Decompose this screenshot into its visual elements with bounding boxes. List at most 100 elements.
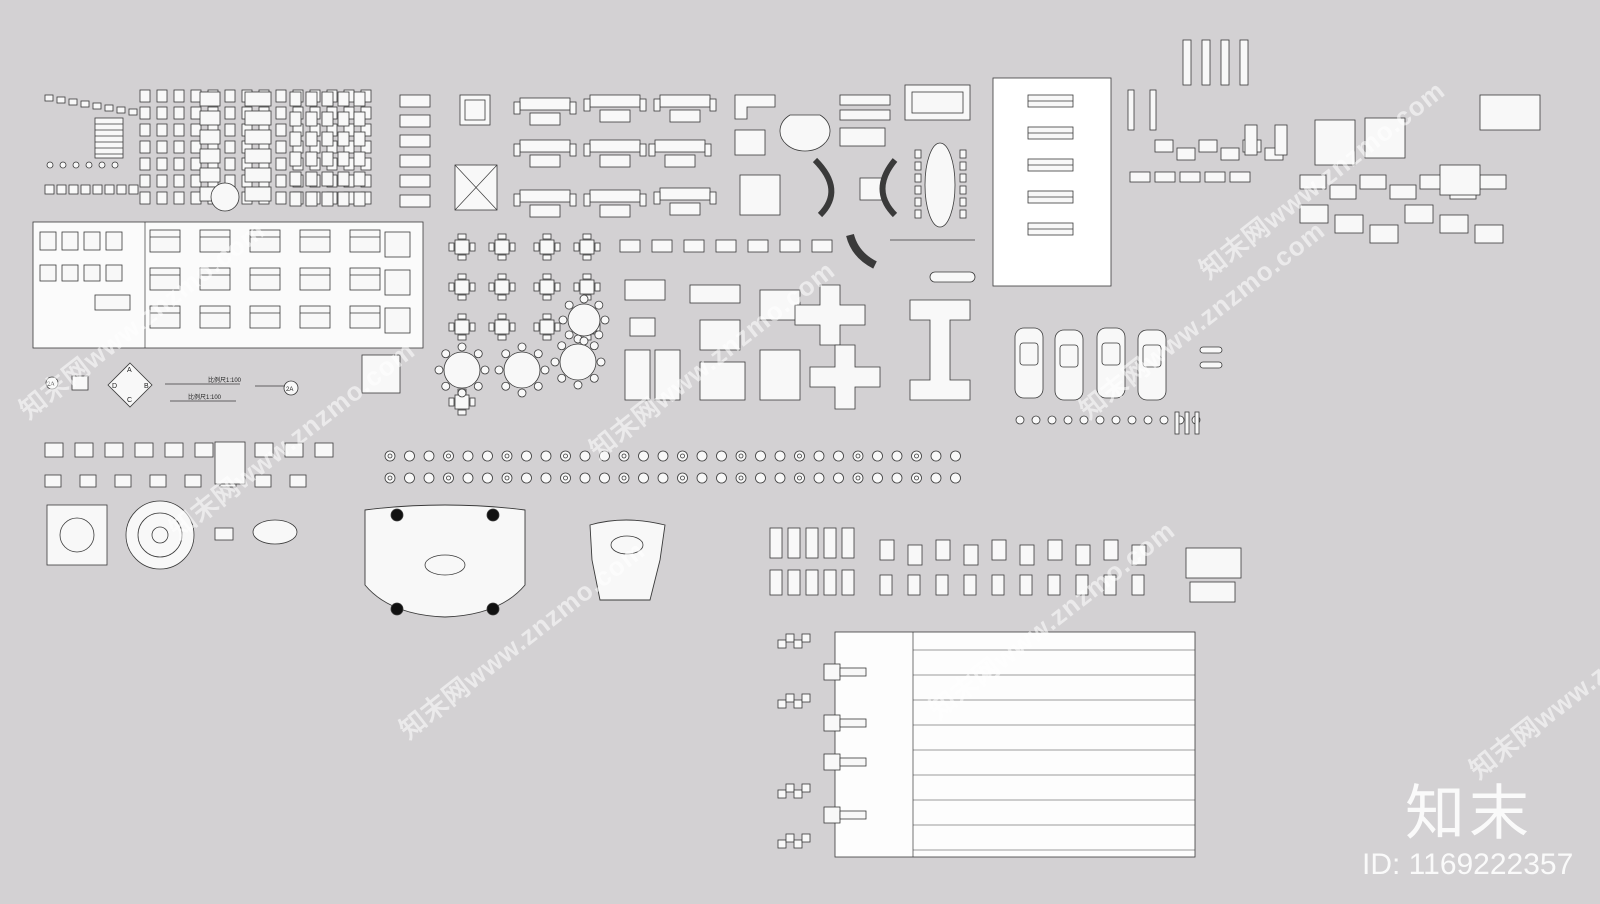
plant-center bbox=[387, 453, 393, 459]
small-car-block bbox=[1199, 346, 1223, 354]
fixture-circle bbox=[72, 161, 80, 169]
sofa-set-sofa bbox=[589, 139, 641, 153]
bathroom-fixture-block bbox=[224, 123, 236, 137]
bathroom-fixture bbox=[289, 474, 307, 488]
dining-chair bbox=[457, 409, 467, 416]
dining-table bbox=[579, 279, 595, 295]
bathroom-fixture-block bbox=[173, 174, 185, 188]
furniture-elevation bbox=[1479, 174, 1507, 190]
plant-symbol bbox=[482, 472, 493, 484]
dining-chair bbox=[488, 322, 495, 332]
person-symbol bbox=[1031, 415, 1041, 425]
round-chair bbox=[501, 381, 511, 391]
appliance-block bbox=[935, 539, 951, 561]
fixture-circle bbox=[111, 161, 119, 169]
sofa-block bbox=[399, 94, 431, 108]
sofa-set-table bbox=[669, 202, 701, 216]
bathroom-fixture-block bbox=[139, 157, 151, 171]
plant-center bbox=[446, 453, 451, 459]
appliance-block bbox=[769, 527, 783, 559]
car-windshield bbox=[1059, 344, 1079, 368]
bathroom-fixture bbox=[164, 442, 184, 458]
furniture-elevation bbox=[1154, 171, 1176, 183]
plant-symbol bbox=[716, 472, 727, 484]
dining-chair bbox=[594, 242, 601, 252]
dining-chair bbox=[573, 242, 580, 252]
bathroom-fixture-block bbox=[156, 89, 168, 103]
furniture-elevation bbox=[1198, 139, 1218, 153]
bathroom-fixture bbox=[194, 442, 214, 458]
bathroom-fixture-block bbox=[173, 191, 185, 205]
dining-chair bbox=[448, 397, 455, 407]
column-elevation bbox=[1220, 39, 1230, 86]
armchair-block bbox=[305, 131, 318, 147]
i-shaped-workstation bbox=[909, 299, 971, 401]
compass-label-d: D bbox=[112, 383, 117, 390]
dining-chair bbox=[469, 397, 476, 407]
sofa-set-sofa bbox=[659, 94, 711, 108]
sofa-set-chair bbox=[639, 193, 647, 207]
conference-chair bbox=[914, 149, 922, 159]
bathroom-fixture bbox=[254, 442, 274, 458]
plant-symbol bbox=[423, 450, 435, 462]
curved-sofa bbox=[846, 233, 877, 269]
bathroom-fixture bbox=[74, 442, 94, 458]
plant-symbol bbox=[482, 450, 493, 462]
round-chair bbox=[517, 342, 527, 352]
bathroom-fixture-block bbox=[173, 106, 185, 120]
bathroom-fixture-block bbox=[275, 89, 287, 103]
round-chair bbox=[457, 342, 467, 352]
bed-block bbox=[199, 267, 231, 291]
bathroom-fixture-block bbox=[224, 157, 236, 171]
appliance-block bbox=[1047, 539, 1063, 561]
conference-chair bbox=[959, 161, 967, 171]
sofa-set-chair bbox=[513, 101, 521, 115]
dining-table bbox=[539, 279, 555, 295]
column-elevation bbox=[1127, 89, 1135, 131]
sofa-set-sofa bbox=[519, 189, 571, 203]
scale-text: 比例尺1:100 bbox=[188, 393, 222, 401]
dining-chair bbox=[542, 294, 552, 301]
dining-chair bbox=[573, 282, 580, 292]
stage-emblem bbox=[424, 554, 466, 576]
fixture-circle bbox=[98, 161, 106, 169]
dining-table bbox=[579, 239, 595, 255]
plant-center bbox=[680, 475, 685, 481]
bedside-block bbox=[39, 264, 57, 282]
door-elevation bbox=[1244, 124, 1258, 156]
dining-chair bbox=[542, 273, 552, 280]
bathroom-fixture-block bbox=[275, 123, 287, 137]
dining-chairs-row bbox=[839, 109, 891, 121]
rug-inner bbox=[464, 99, 486, 121]
plant-symbol bbox=[872, 450, 883, 462]
small-fixture-block bbox=[44, 94, 54, 102]
sofa-set-table bbox=[669, 109, 701, 123]
bathtub-block bbox=[244, 110, 272, 126]
furniture-elevation bbox=[1474, 224, 1504, 244]
arc-chair bbox=[793, 789, 803, 799]
dining-chair bbox=[582, 273, 592, 280]
bed-block bbox=[149, 229, 181, 253]
double-sink-block bbox=[214, 441, 246, 485]
sofa-set-table bbox=[599, 204, 631, 218]
round-chair bbox=[557, 341, 567, 351]
bathroom-fixture bbox=[254, 474, 272, 488]
plant-symbol bbox=[696, 472, 708, 484]
compass-diamond bbox=[107, 362, 153, 408]
sofa-set-chair bbox=[569, 193, 577, 207]
workstation-pod bbox=[624, 349, 651, 401]
bathroom-fixture-block bbox=[190, 191, 202, 205]
dining-table bbox=[454, 319, 470, 335]
armchair-block bbox=[289, 171, 302, 187]
office-desk bbox=[629, 317, 656, 337]
fixture-circle bbox=[46, 161, 54, 169]
plant-symbol bbox=[755, 450, 766, 462]
dining-chair bbox=[554, 242, 561, 252]
furniture-elevation bbox=[1176, 147, 1196, 161]
bathtub-block bbox=[244, 186, 272, 202]
dining-chair bbox=[448, 282, 455, 292]
appliance-block bbox=[907, 574, 921, 596]
bed-block bbox=[149, 267, 181, 291]
